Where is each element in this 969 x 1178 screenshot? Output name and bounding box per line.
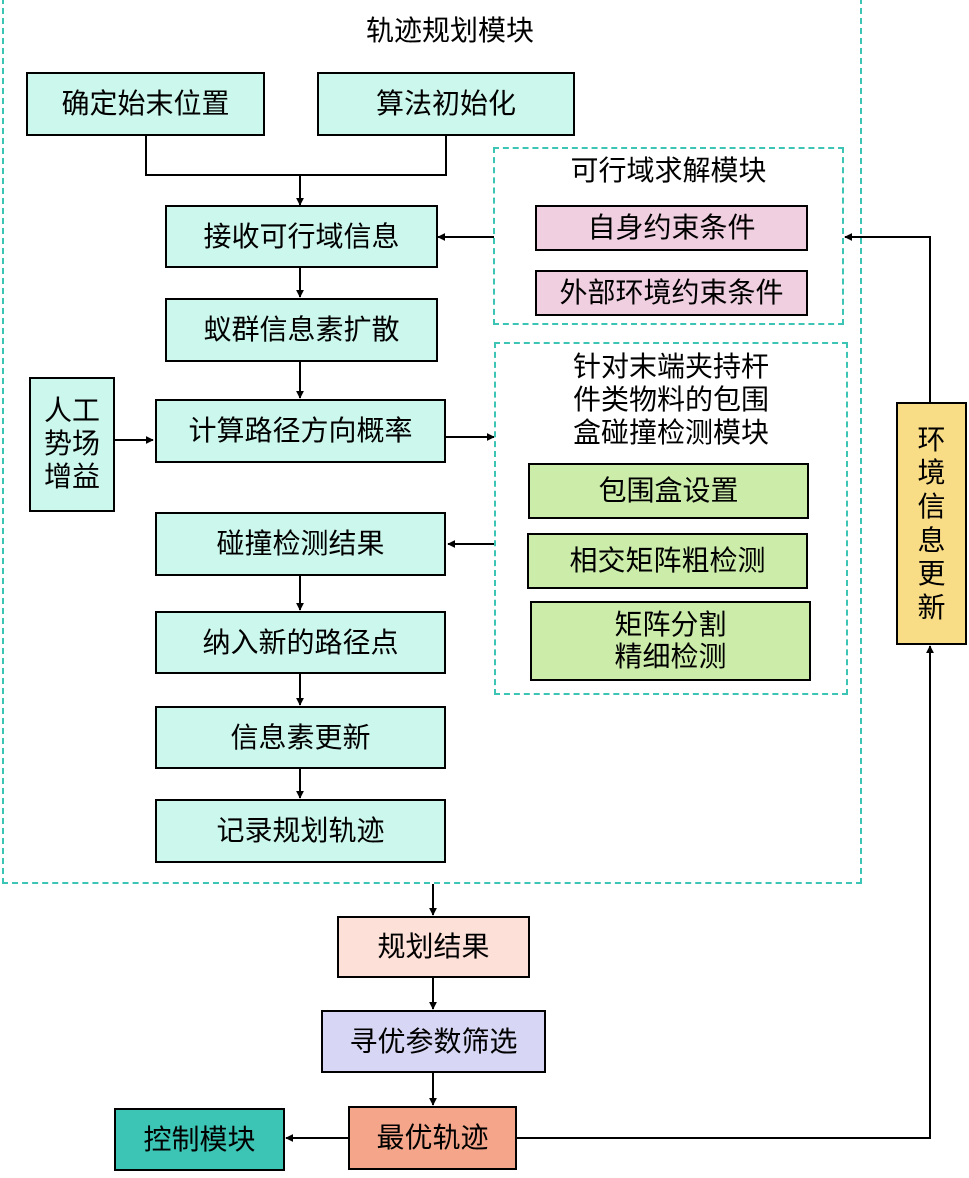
collision-module-title: 针对末端夹持杆 件类物料的包围 盒碰撞检测模块 — [572, 350, 769, 450]
artificial-potential-gain-box: 人工 势场 增益 — [29, 377, 115, 512]
trajectory-module-title: 轨迹规划模块 — [365, 14, 534, 47]
planning-result-box: 规划结果 — [337, 916, 530, 978]
add-path-point-box: 纳入新的路径点 — [155, 611, 446, 674]
determine-start-end-box: 确定始末位置 — [26, 72, 265, 136]
feasible-region-module — [493, 147, 844, 325]
pheromone-diffusion-box: 蚁群信息素扩散 — [165, 298, 438, 362]
fine-segmentation-check-box: 矩阵分割 精细检测 — [530, 601, 811, 681]
parameter-filter-box: 寻优参数筛选 — [321, 1010, 546, 1073]
environment-update-box: 环 境 信 息 更 新 — [896, 402, 967, 645]
arrow-optimal-to-envupdate — [517, 645, 934, 1139]
receive-feasible-info-box: 接收可行域信息 — [165, 205, 438, 268]
collision-result-box: 碰撞检测结果 — [155, 512, 446, 576]
path-probability-box: 计算路径方向概率 — [155, 399, 446, 463]
environment-constraint-box: 外部环境约束条件 — [535, 270, 808, 316]
record-trajectory-box: 记录规划轨迹 — [155, 799, 446, 863]
optimal-trajectory-box: 最优轨迹 — [348, 1106, 517, 1170]
link-start-to-receive — [145, 136, 300, 176]
bounding-box-setting-box: 包围盒设置 — [528, 463, 809, 519]
algorithm-init-box: 算法初始化 — [317, 72, 575, 136]
feasible-module-title: 可行域求解模块 — [570, 154, 767, 187]
pheromone-update-box: 信息素更新 — [155, 706, 446, 769]
link-init-to-receive — [300, 136, 447, 176]
self-constraint-box: 自身约束条件 — [535, 205, 808, 251]
trajectory-planning-module — [2, 0, 862, 884]
arrow-envupdate-to-feasible — [844, 233, 931, 402]
control-module-box: 控制模块 — [114, 1108, 285, 1171]
coarse-intersection-check-box: 相交矩阵粗检测 — [527, 533, 808, 589]
collision-detection-module — [494, 342, 848, 695]
